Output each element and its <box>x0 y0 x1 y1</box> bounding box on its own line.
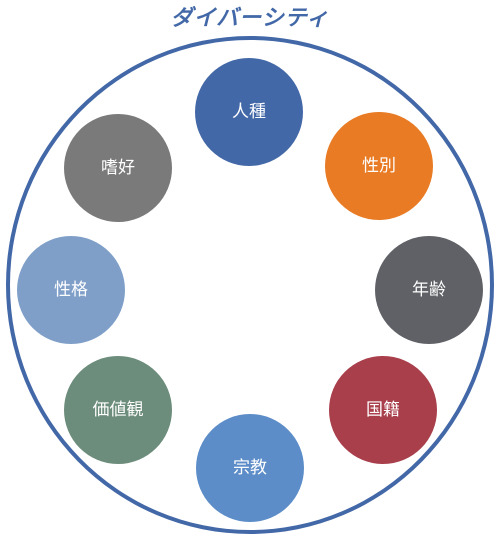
node-label: 性別 <box>362 155 396 176</box>
node-nationality: 国籍 <box>329 356 437 464</box>
node-label: 宗教 <box>233 457 267 478</box>
node-age: 年齢 <box>375 236 483 344</box>
node-race: 人種 <box>195 58 303 166</box>
node-religion: 宗教 <box>196 414 304 522</box>
node-preferences: 嗜好 <box>64 114 172 222</box>
node-label: 人種 <box>232 101 266 122</box>
node-label: 価値観 <box>92 399 144 420</box>
node-label: 国籍 <box>366 399 400 420</box>
node-personality: 性格 <box>17 236 125 344</box>
node-gender: 性別 <box>325 112 433 220</box>
node-values: 価値観 <box>64 356 172 464</box>
diagram-title: ダイバーシティ <box>170 6 330 31</box>
node-label: 嗜好 <box>101 157 135 178</box>
node-label: 性格 <box>54 279 88 300</box>
node-label: 年齢 <box>412 279 446 300</box>
outer-ring <box>6 36 494 534</box>
